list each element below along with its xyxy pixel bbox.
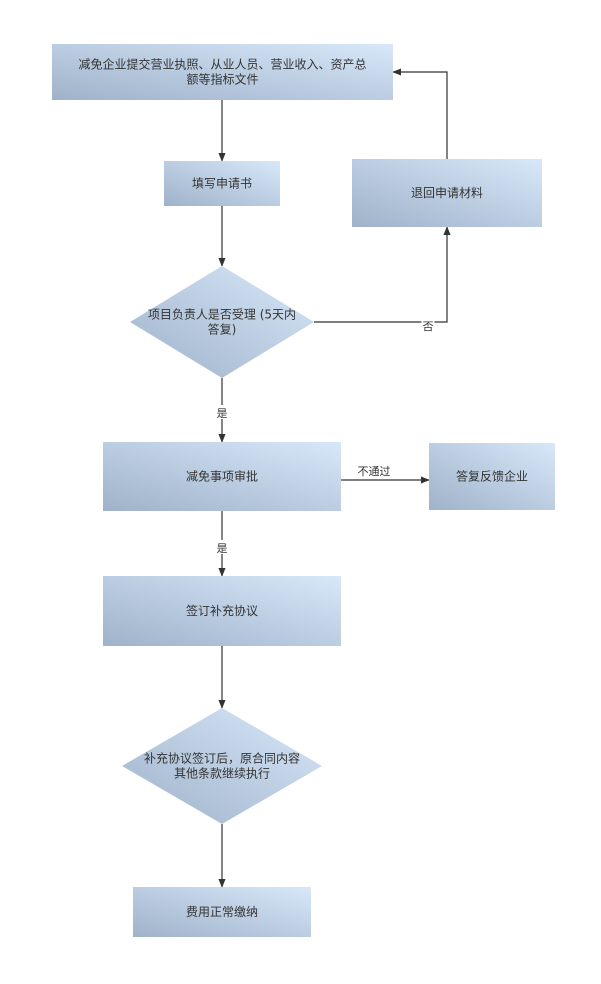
node-label: 项目负责人是否受理 (5天内 — [148, 308, 296, 322]
node-fill-form: 填写申请书 — [164, 161, 280, 206]
node-label: 其他条款继续执行 — [174, 767, 270, 781]
decision-diamond — [122, 708, 322, 824]
node-feedback: 答复反馈企业 — [429, 443, 555, 510]
node-label: 签订补充协议 — [186, 603, 258, 618]
edge-accept-decision-to-return-materials — [314, 226, 451, 323]
edge-label: 是 — [217, 407, 228, 420]
edge-label-background — [421, 318, 435, 332]
process-box — [429, 443, 555, 510]
edge-label: 不通过 — [358, 465, 391, 478]
process-box — [103, 442, 341, 511]
node-return-materials: 退回申请材料 — [352, 159, 542, 227]
node-label: 答复) — [208, 322, 237, 337]
process-box — [103, 576, 341, 646]
edge-label: 是 — [217, 542, 228, 555]
node-sign-agreement: 签订补充协议 — [103, 576, 341, 646]
edge-label-background — [215, 540, 229, 554]
process-box — [52, 44, 393, 100]
node-approval: 减免事项审批 — [103, 442, 341, 511]
nodes-layer: 减免企业提交营业执照、从业人员、营业收入、资产总额等指标文件填写申请书项目负责人… — [52, 44, 555, 937]
node-label: 答复反馈企业 — [456, 469, 528, 484]
process-box — [352, 159, 542, 227]
node-label: 减免企业提交营业执照、从业人员、营业收入、资产总 — [78, 57, 366, 72]
edge-label: 否 — [423, 320, 434, 333]
node-label: 退回申请材料 — [411, 186, 483, 200]
node-label: 减免事项审批 — [186, 469, 258, 484]
edge-return-materials-to-submit — [392, 68, 448, 159]
decision-diamond — [130, 266, 314, 378]
node-label: 额等指标文件 — [186, 72, 258, 87]
node-label: 费用正常缴纳 — [186, 904, 258, 919]
process-box — [164, 161, 280, 206]
edge-label-background — [215, 405, 229, 419]
node-label: 补充协议签订后，原合同内容 — [144, 751, 300, 766]
node-pay-fees: 费用正常缴纳 — [133, 887, 311, 937]
process-box — [133, 887, 311, 937]
edge-label-background — [356, 463, 392, 477]
node-label: 填写申请书 — [192, 177, 252, 191]
